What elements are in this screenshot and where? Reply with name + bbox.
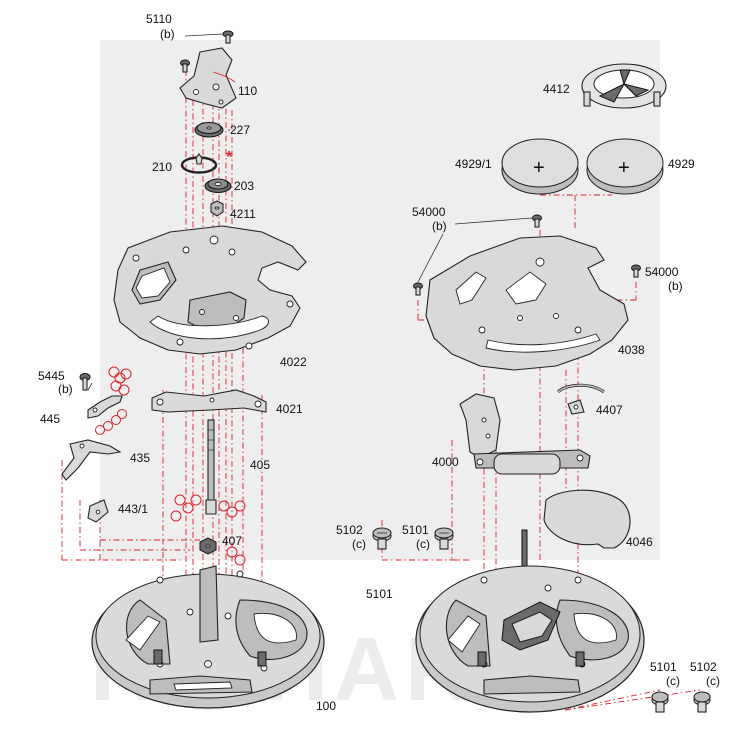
left-labels: 5110 (b) 110 227 * 210 203 4211 4022 544… bbox=[38, 12, 336, 713]
label-4929-1: 4929/1 bbox=[455, 157, 492, 171]
label-5102-a-c: (c) bbox=[352, 537, 366, 551]
screw-5102-a bbox=[372, 527, 392, 550]
right-assembly: + + bbox=[336, 63, 720, 713]
label-54000-a-b: (b) bbox=[432, 219, 447, 233]
label-445: 445 bbox=[40, 412, 60, 426]
wheel-227 bbox=[194, 122, 224, 138]
plate-4022 bbox=[113, 225, 307, 355]
label-5101-b-c: (c) bbox=[666, 674, 680, 688]
right-labels: 4412 4929/1 4929 54000 (b) 54000 (b) 403… bbox=[336, 82, 720, 688]
bridge-110 bbox=[179, 47, 237, 109]
label-5445: 5445 bbox=[38, 369, 65, 383]
part-443-1 bbox=[87, 499, 109, 523]
label-4022: 4022 bbox=[280, 355, 307, 369]
main-plate-right bbox=[415, 565, 645, 713]
bridge-4021 bbox=[151, 389, 267, 413]
label-110: 110 bbox=[238, 84, 257, 98]
stem-405 bbox=[205, 419, 217, 515]
label-4929: 4929 bbox=[668, 157, 695, 171]
left-assembly: 5110 (b) 110 227 * 210 203 4211 4022 544… bbox=[38, 12, 336, 713]
label-4046: 4046 bbox=[626, 535, 653, 549]
plus-icon: + bbox=[533, 157, 545, 179]
battery-4929: + bbox=[586, 138, 664, 195]
label-5102-a: 5102 bbox=[336, 523, 363, 537]
spring-4407 bbox=[556, 383, 605, 415]
label-443-1: 443/1 bbox=[118, 502, 148, 516]
screw-5445 bbox=[79, 373, 91, 391]
screw-5102-b bbox=[693, 691, 711, 713]
screw-5101-a bbox=[434, 527, 454, 550]
spring-circles bbox=[170, 494, 246, 566]
label-5102-b-c: (c) bbox=[706, 674, 720, 688]
label-407: 407 bbox=[222, 534, 242, 548]
label-5110: 5110 bbox=[146, 12, 172, 26]
label-4038: 4038 bbox=[618, 343, 645, 357]
label-5102-b: 5102 bbox=[690, 660, 717, 674]
label-4021: 4021 bbox=[276, 402, 303, 416]
wheel-203 bbox=[204, 178, 232, 193]
label-5101-a-c: (c) bbox=[416, 537, 430, 551]
screw-5101-b bbox=[651, 691, 669, 713]
screw-54000-a bbox=[413, 214, 542, 296]
label-54000-a: 54000 bbox=[412, 205, 446, 219]
label-4412: 4412 bbox=[543, 82, 570, 96]
label-210: 210 bbox=[152, 160, 172, 174]
battery-4929-1: + bbox=[501, 138, 579, 195]
left-leader-lines bbox=[87, 129, 230, 391]
label-5101-b: 5101 bbox=[650, 660, 677, 674]
label-5110-b: (b) bbox=[160, 27, 175, 41]
label-5445-b: (b) bbox=[58, 382, 73, 396]
label-203: 203 bbox=[234, 179, 254, 193]
plate-4038 bbox=[425, 235, 629, 371]
insulator-4046 bbox=[543, 489, 631, 549]
label-4407: 4407 bbox=[596, 403, 623, 417]
label-asterisk: * bbox=[226, 149, 233, 166]
screw-54000-b bbox=[631, 264, 641, 278]
pinion-4211 bbox=[210, 200, 224, 217]
screw-5110 bbox=[180, 30, 234, 73]
plus-icon: + bbox=[618, 157, 630, 179]
label-5101-center: 5101 bbox=[366, 587, 393, 601]
label-405: 405 bbox=[250, 458, 270, 472]
pinion-407 bbox=[199, 537, 217, 555]
label-4000: 4000 bbox=[432, 455, 459, 469]
label-54000-b: 54000 bbox=[645, 265, 679, 279]
left-assembly-lines bbox=[61, 70, 263, 680]
coil-4000 bbox=[459, 393, 591, 475]
label-4211: 4211 bbox=[230, 207, 256, 221]
label-435: 435 bbox=[130, 451, 150, 465]
battery-clip-4412 bbox=[581, 63, 667, 109]
lever-435 bbox=[61, 409, 127, 481]
label-5101-a: 5101 bbox=[402, 523, 429, 537]
label-100: 100 bbox=[316, 699, 336, 713]
wheel-210 bbox=[180, 153, 218, 174]
label-227: 227 bbox=[230, 123, 250, 137]
lever-445 bbox=[87, 366, 132, 419]
main-plate-100 bbox=[91, 565, 325, 709]
label-54000-b-b: (b) bbox=[668, 279, 683, 293]
